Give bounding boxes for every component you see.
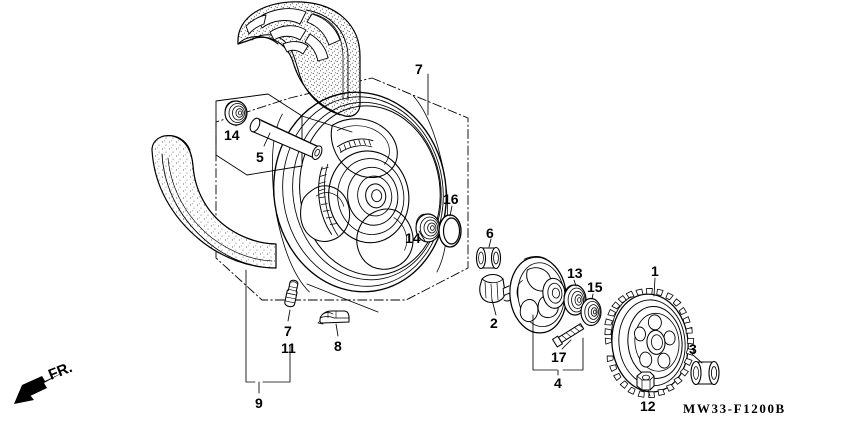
- flange-bearing: [563, 284, 587, 316]
- callout-8[interactable]: 8: [334, 338, 342, 354]
- callout-13[interactable]: 13: [567, 265, 583, 281]
- group-boundary-bearing-collar: [215, 93, 303, 176]
- group-bracket-4: [532, 314, 584, 376]
- rear-wheel: [271, 91, 449, 293]
- callout-9[interactable]: 9: [255, 395, 263, 411]
- callout-12[interactable]: 12: [640, 398, 656, 414]
- callout-7-top[interactable]: 7: [415, 61, 423, 77]
- axle-collar: [249, 117, 323, 160]
- flange-bolt: [552, 323, 585, 348]
- callout-2[interactable]: 2: [490, 315, 498, 331]
- driven-sprocket: [604, 288, 695, 398]
- diagram-code: MW33-F1200B: [683, 401, 786, 416]
- tire-lower-segment: [151, 135, 277, 269]
- driven-flange: [502, 256, 567, 334]
- self-locking-nut: [636, 371, 655, 391]
- cush-drive-damper: [479, 273, 513, 304]
- callout-5[interactable]: 5: [256, 149, 264, 165]
- callout-3[interactable]: 3: [689, 341, 697, 357]
- callout-7-valve[interactable]: 7: [284, 323, 292, 339]
- sprocket-collar: [690, 360, 720, 386]
- leader-box-to-wheel: [301, 115, 353, 133]
- callout-4[interactable]: 4: [554, 375, 562, 391]
- bearing-left: [224, 100, 248, 126]
- tire-upper-segment: [237, 1, 361, 117]
- o-ring: [438, 214, 462, 248]
- leader-lines: [235, 73, 703, 397]
- direction-arrow: [14, 372, 64, 404]
- callout-14-right[interactable]: 14: [405, 230, 421, 246]
- leader-wheel-to-valve: [306, 283, 379, 313]
- balance-weight: [317, 310, 350, 325]
- callout-17[interactable]: 17: [551, 349, 567, 365]
- callout-14-left[interactable]: 14: [224, 127, 240, 143]
- callout-15[interactable]: 15: [587, 279, 603, 295]
- side-collar: [475, 246, 502, 270]
- callout-16[interactable]: 16: [443, 191, 459, 207]
- group-boundary-wheel: [215, 77, 469, 301]
- needle-bearing: [580, 297, 602, 327]
- rim-valve: [284, 279, 299, 308]
- group-bracket-9: [245, 269, 291, 394]
- callout-11[interactable]: 11: [281, 340, 296, 356]
- callout-6[interactable]: 6: [486, 225, 494, 241]
- callout-1[interactable]: 1: [651, 263, 659, 279]
